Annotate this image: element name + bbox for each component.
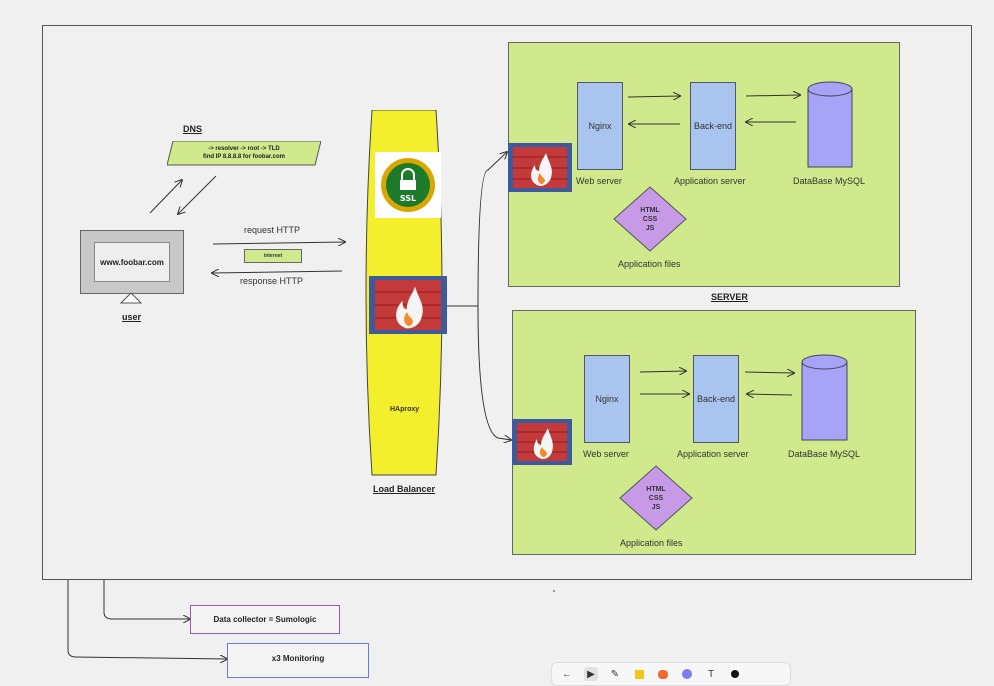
response-label: response HTTP — [240, 276, 304, 286]
server-1-files-shape — [613, 186, 687, 252]
sticky-note-icon[interactable] — [632, 667, 646, 681]
server-1-database-label: DataBase MySQL — [793, 176, 866, 186]
ssl-lock-icon: SSL — [375, 152, 441, 218]
server-label: SERVER — [711, 292, 748, 302]
dns-arrow-down — [178, 175, 217, 214]
server-2-app-server-label: Application server — [677, 449, 749, 459]
data-collector-box[interactable]: Data collector = Sumologic — [190, 605, 340, 634]
monitoring-connector — [67, 580, 227, 659]
back-arrow-icon[interactable]: ← — [562, 668, 572, 680]
server-2-html: HTML — [646, 486, 666, 493]
monitor-stand-icon — [120, 292, 142, 304]
server-1-files-text: HTML CSS JS — [630, 206, 670, 233]
request-label: request HTTP — [244, 225, 301, 235]
dns-title: DNS — [183, 124, 203, 134]
user-monitor: www.foobar.com — [80, 230, 184, 294]
server-1-firewall-icon — [508, 143, 572, 192]
response-arrow — [212, 271, 343, 273]
server-1-web-server-label: Web server — [576, 176, 622, 186]
server-1-backend: Back-end — [690, 82, 736, 170]
request-arrow — [212, 242, 345, 244]
monitoring-box[interactable]: x3 Monitoring — [227, 643, 369, 678]
shape-icon[interactable] — [680, 667, 694, 681]
haproxy-label: HAproxy — [390, 406, 420, 413]
server-2-database-icon — [801, 354, 848, 441]
server-2-web-server-label: Web server — [583, 449, 629, 459]
server-2-files-label: Application files — [620, 538, 683, 548]
dns-record-shape — [167, 141, 321, 166]
stamp-icon[interactable] — [656, 667, 670, 681]
internet-tag: internet — [244, 249, 302, 263]
collector-connector — [103, 580, 190, 619]
drawing-toolbar: ← ▶ ✎ T — [551, 662, 791, 686]
server-1-nginx: Nginx — [577, 82, 623, 170]
dns-lookup-result: find IP 8.8.8.8 for foobar.com — [203, 154, 285, 160]
server-1-js: JS — [645, 225, 655, 232]
connectors — [67, 0, 994, 672]
server-2-database-label: DataBase MySQL — [788, 449, 861, 459]
ssl-text: SSL — [400, 194, 416, 203]
dns-resolution-path: -> resolver -> root -> TLD — [208, 146, 280, 152]
lb-to-server-2 — [477, 305, 511, 440]
server-2-files-text: HTML CSS JS — [636, 485, 676, 512]
server-2-files-shape — [619, 465, 693, 531]
server-2-nginx: Nginx — [584, 355, 630, 443]
monitor-screen: www.foobar.com — [94, 242, 170, 282]
select-pointer-icon[interactable]: ▶ — [584, 667, 598, 681]
server-1-html: HTML — [640, 207, 660, 214]
load-balancer-label: Load Balancer — [373, 484, 436, 494]
server-2-firewall-icon — [512, 419, 572, 465]
dns-arrow-up — [149, 180, 182, 214]
pen-icon[interactable]: ✎ — [610, 668, 620, 680]
server-2-js: JS — [651, 504, 661, 511]
dns-record: -> resolver -> root -> TLD find IP 8.8.8… — [170, 145, 318, 161]
text-tool-icon[interactable]: T — [707, 668, 715, 680]
server-1-app-server-label: Application server — [674, 176, 746, 186]
server-2-backend: Back-end — [693, 355, 739, 443]
server-1-database-icon — [807, 81, 853, 168]
user-label: user — [122, 312, 142, 322]
lb-to-server-1 — [447, 152, 507, 307]
more-tools-icon[interactable] — [728, 667, 742, 681]
server-2-css: CSS — [648, 495, 664, 502]
server-1-files-label: Application files — [618, 259, 681, 269]
server-1-css: CSS — [642, 216, 658, 223]
firewall-icon — [369, 276, 447, 334]
